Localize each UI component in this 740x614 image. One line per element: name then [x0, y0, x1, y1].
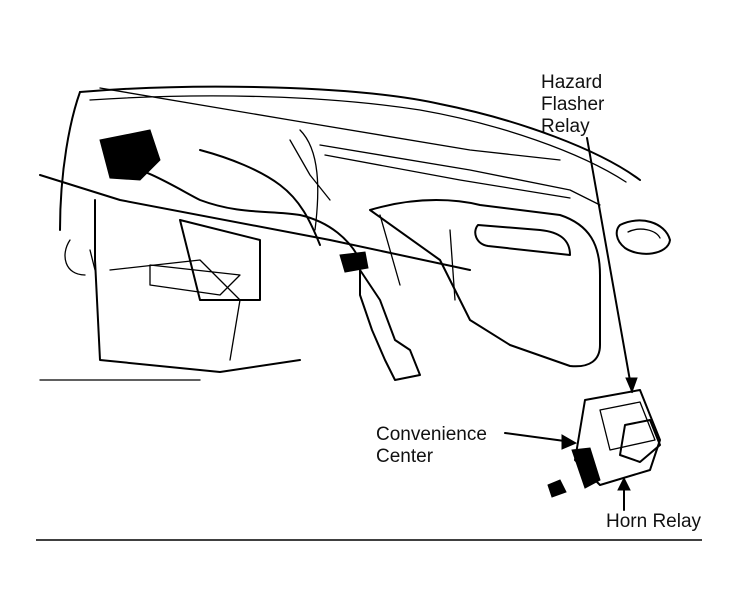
- glovebox-outline: [369, 199, 601, 368]
- dash-lower-body: [94, 199, 301, 373]
- hazard-leader: [586, 137, 633, 393]
- right-vent: [615, 219, 671, 255]
- dangling-bracket: [359, 269, 421, 381]
- left-connector: [99, 129, 161, 181]
- hazard-flasher-relay-label: Hazard Flasher Relay: [541, 72, 605, 137]
- wire-harness-branch: [289, 129, 331, 231]
- convenience-center-dark: [571, 447, 601, 489]
- wire-harness-right2: [324, 154, 571, 199]
- horn-relay-label: Horn Relay: [606, 511, 702, 532]
- dash-mount-bracket: [149, 264, 241, 296]
- horn-arrowhead: [617, 476, 631, 491]
- convenience-center-face: [599, 401, 656, 451]
- mount-screw: [547, 479, 567, 498]
- dash-left-curve: [59, 91, 81, 231]
- glovebox-inner: [379, 214, 456, 301]
- dash-top-edge: [79, 85, 641, 181]
- convenience-leader: [504, 432, 573, 443]
- wire-harness-upper: [199, 149, 321, 246]
- horn-relay-box: [619, 419, 661, 463]
- dash-top-ridge: [99, 87, 561, 161]
- dash-lower-line: [109, 259, 241, 361]
- bracket-clip: [339, 251, 369, 273]
- convenience-center-label: Convenience Center: [376, 424, 487, 467]
- convenience-arrowhead: [561, 434, 578, 450]
- dash-left-shelf: [39, 174, 471, 271]
- glovebox-handle: [474, 224, 571, 256]
- wire-harness-main: [109, 159, 361, 261]
- right-vent-inner: [627, 228, 661, 239]
- left-connector-wires: [64, 239, 96, 276]
- dash-top-inner: [89, 95, 627, 183]
- hazard-arrowhead: [625, 377, 638, 394]
- dash-center-panel: [179, 219, 261, 301]
- wire-harness-right: [319, 144, 601, 206]
